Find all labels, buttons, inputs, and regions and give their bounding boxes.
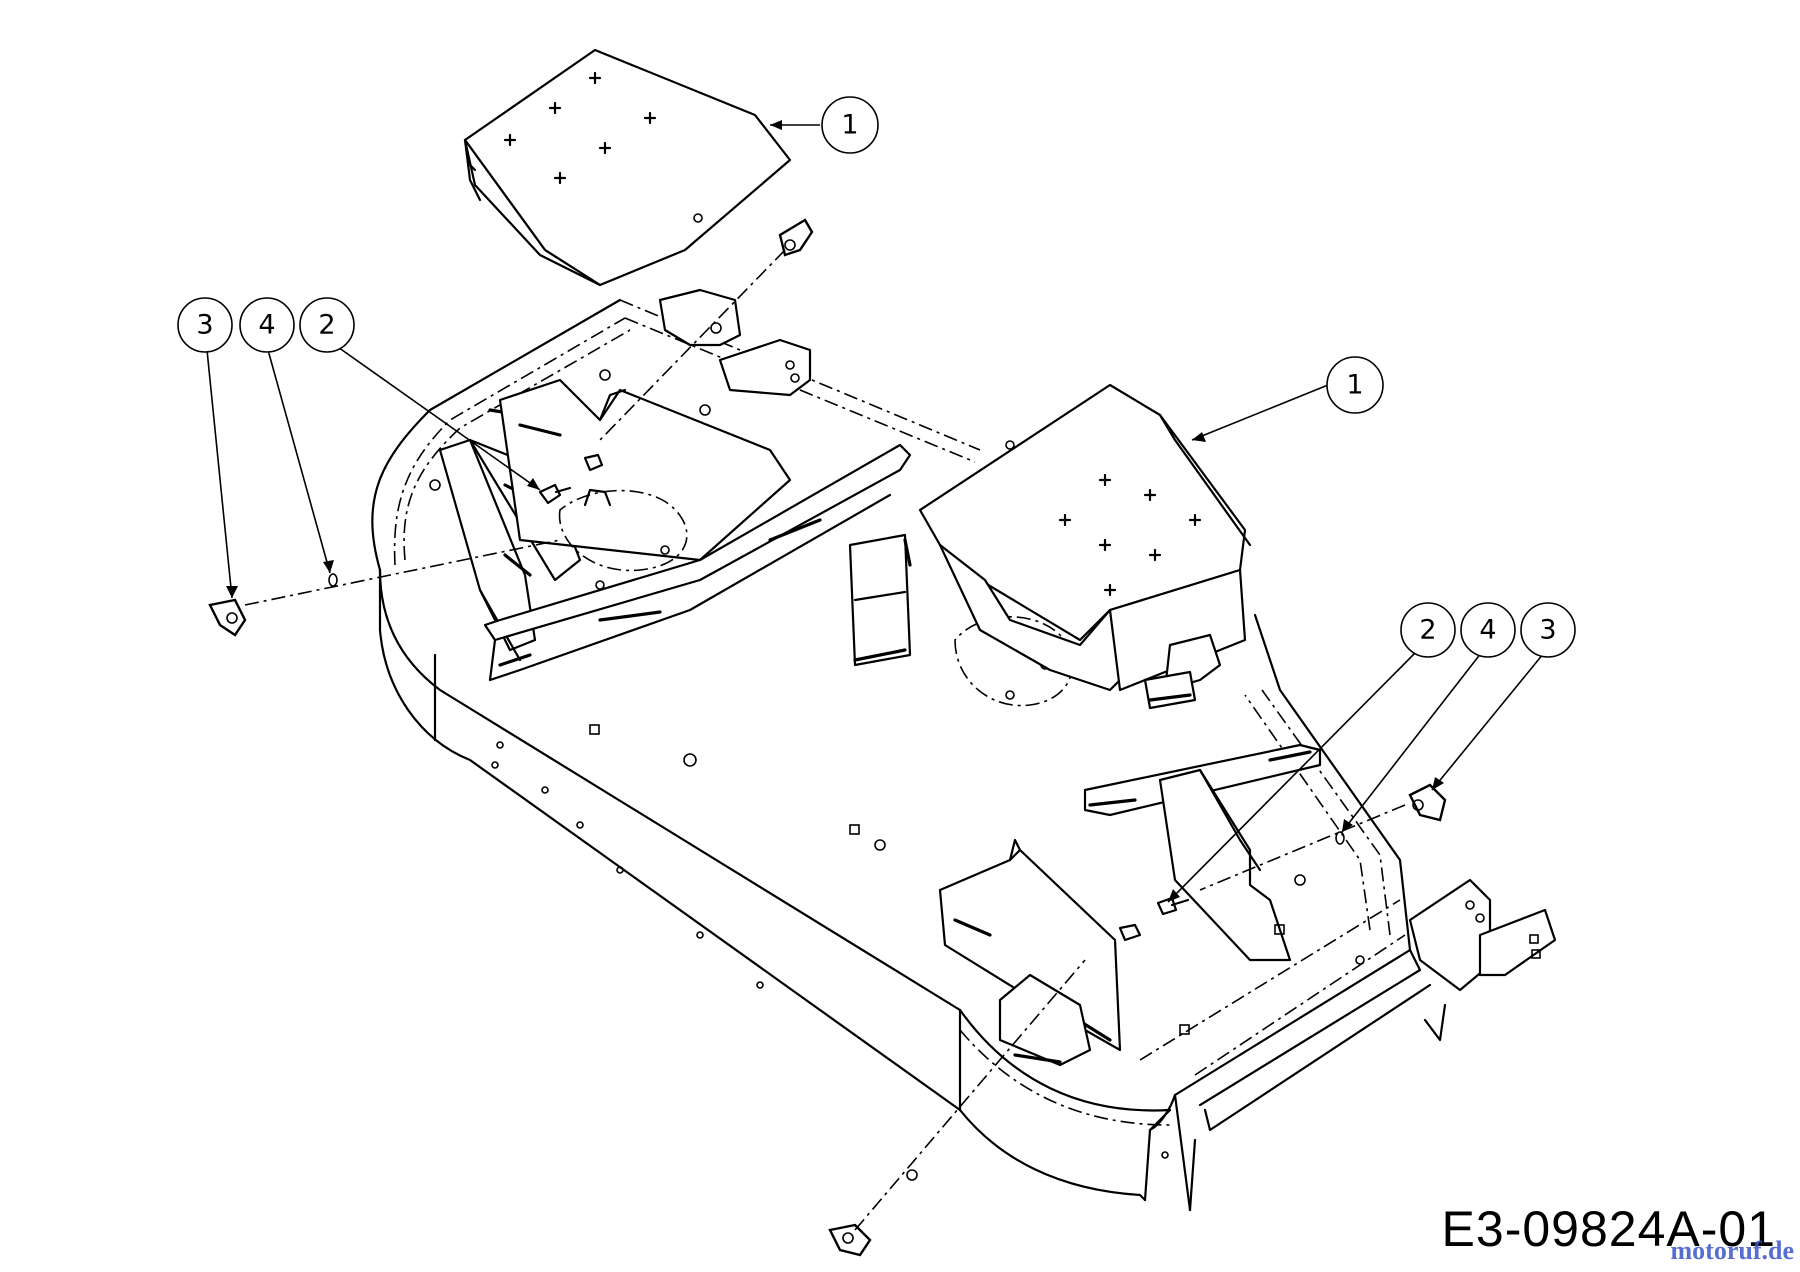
- callout-label: 1: [841, 110, 858, 141]
- callout-2-right: 2: [1400, 602, 1456, 658]
- callout-label: 3: [1539, 615, 1556, 646]
- flat-washer-bottom-icon: [906, 1169, 918, 1181]
- callout-3-right: 3: [1520, 602, 1576, 658]
- callout-label: 2: [318, 310, 335, 341]
- callout-1-top: 1: [821, 96, 879, 154]
- center-bracket-icon: [498, 378, 792, 562]
- callout-4-right: 4: [1460, 602, 1516, 658]
- flat-washer-left-icon: [328, 573, 338, 587]
- deflector-cover-right-icon: [918, 383, 1252, 710]
- callout-label: 1: [1346, 370, 1363, 401]
- left-lift-arm-icon: [483, 443, 912, 682]
- carriage-bolt-left-icon: [538, 453, 604, 505]
- callout-label: 3: [196, 310, 213, 341]
- callout-label: 4: [1479, 615, 1496, 646]
- callout-label: 2: [1419, 615, 1436, 646]
- leader-lines: [206, 120, 1549, 903]
- assembly-center-lines: [244, 249, 1406, 1231]
- watermark-logo: motoruf.de: [1670, 1236, 1794, 1265]
- vent-holes-top: [503, 71, 703, 223]
- left-spindle-opening-icon: [558, 488, 688, 590]
- right-lift-arm-icon: [1083, 743, 1322, 962]
- callout-3-left: 3: [177, 297, 233, 353]
- center-belt-guard-icon: [848, 533, 912, 667]
- wing-knob-bottom-icon: [828, 1223, 872, 1257]
- deck-holes: [429, 369, 1365, 1159]
- vent-holes: [1005, 440, 1202, 597]
- right-hanger-bracket-icon: [938, 838, 1122, 1067]
- wing-knob-top-icon: [778, 218, 814, 257]
- top-hinge-bracket-icon: [658, 288, 812, 397]
- carriage-bolt-right-icon: [1118, 896, 1190, 942]
- wing-knob-right-icon: [1408, 783, 1447, 822]
- drawing-code-label: E3-09824A-01: [1441, 1201, 1776, 1257]
- flat-washer-right-icon: [1335, 831, 1345, 845]
- callout-2-left: 2: [299, 297, 355, 353]
- right-rear-plate-icon: [1408, 878, 1557, 1042]
- callout-1-right: 1: [1326, 356, 1384, 414]
- callout-label: 4: [258, 310, 275, 341]
- deflector-cover-top-icon: [463, 48, 792, 287]
- wing-knob-left-icon: [208, 598, 247, 637]
- callout-4-left: 4: [239, 297, 295, 353]
